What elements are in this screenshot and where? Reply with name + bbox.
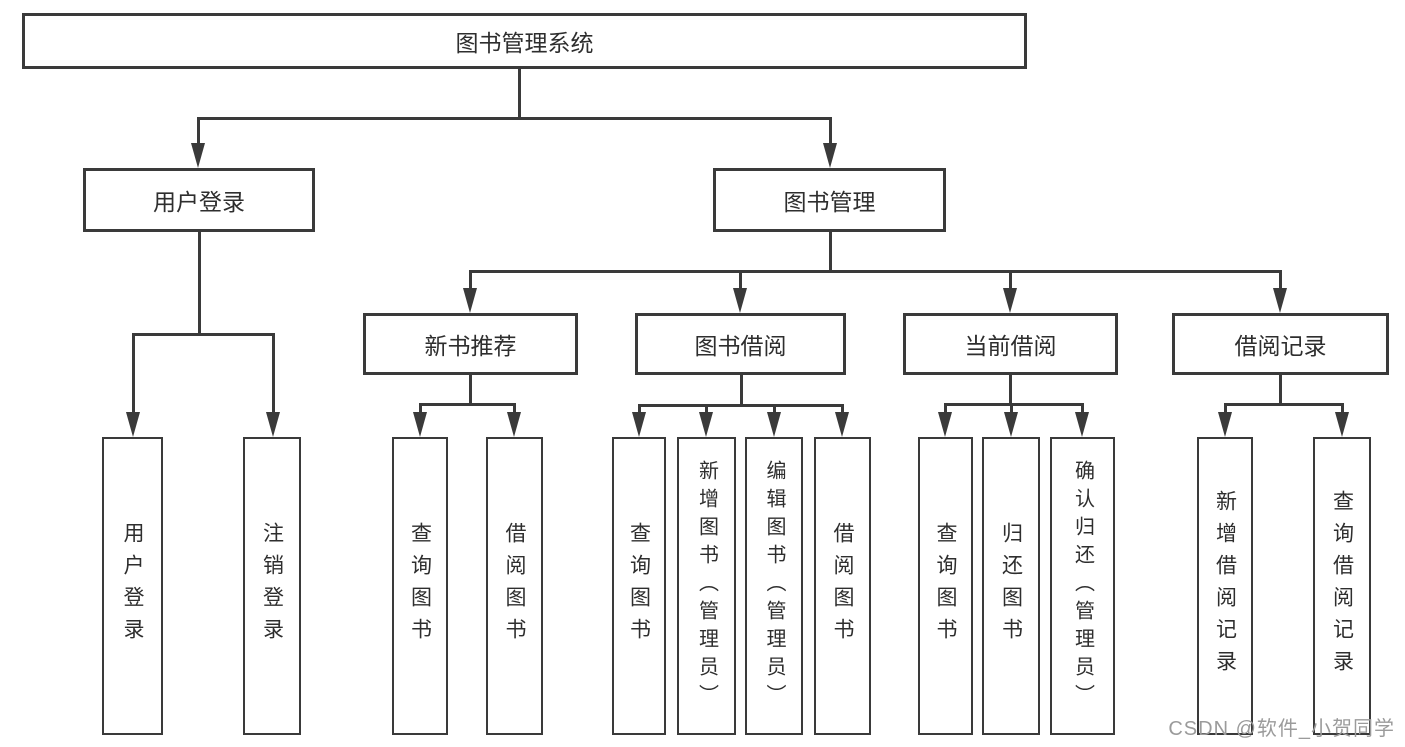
connector-to-current-borrow bbox=[1008, 270, 1012, 291]
connector-book-borrow-stem bbox=[739, 375, 743, 407]
node-label: 借阅图书 bbox=[503, 522, 526, 650]
arrowhead-leaf-logout bbox=[266, 412, 280, 437]
connector-to-leaf bbox=[704, 404, 708, 414]
arrowhead-new-book bbox=[463, 288, 477, 313]
connector-to-leaf bbox=[1009, 403, 1013, 414]
leaf-query-books-recommend: 查询图书 bbox=[392, 437, 448, 735]
leaf-query-books-current: 查询图书 bbox=[918, 437, 973, 735]
arrowhead-book-borrow bbox=[733, 288, 747, 313]
arrowhead-leaf bbox=[835, 412, 849, 437]
arrowhead-leaf bbox=[1075, 412, 1089, 437]
node-label: 查询图书 bbox=[408, 522, 432, 650]
leaf-confirm-return-admin: 确认归还（管理员） bbox=[1050, 437, 1115, 735]
node-book-borrowing: 图书借阅 bbox=[635, 313, 846, 375]
node-label: 新增借阅记录 bbox=[1213, 490, 1237, 682]
connector-root-stem bbox=[517, 69, 521, 120]
leaf-logout: 注销登录 bbox=[243, 437, 301, 735]
node-label: 查询图书 bbox=[627, 522, 651, 650]
connector-new-book-rail bbox=[418, 403, 516, 406]
node-label: 图书借阅 bbox=[694, 333, 787, 359]
connector-to-leaf bbox=[1223, 403, 1227, 414]
connector-to-leaf bbox=[840, 404, 844, 414]
leaf-borrow-books: 借阅图书 bbox=[814, 437, 871, 735]
connector-to-book-management bbox=[828, 117, 832, 147]
arrowhead-user-login bbox=[191, 143, 205, 168]
connector-to-leaf bbox=[1080, 403, 1084, 414]
connector-to-user-login bbox=[196, 117, 200, 147]
node-book-management: 图书管理 bbox=[713, 168, 946, 232]
connector-to-borrow-records bbox=[1278, 270, 1282, 291]
connector-new-book-stem bbox=[468, 375, 472, 406]
node-label: 用户登录 bbox=[153, 189, 245, 215]
connector-book-management-stem bbox=[828, 232, 832, 273]
node-label: 确认归还（管理员） bbox=[1071, 460, 1094, 712]
leaf-return-books: 归还图书 bbox=[982, 437, 1040, 735]
arrowhead-leaf bbox=[632, 412, 646, 437]
arrowhead-current-borrow bbox=[1003, 288, 1017, 313]
node-label: 借阅图书 bbox=[831, 522, 854, 650]
connector-borrow-records-stem bbox=[1278, 375, 1282, 406]
connector-to-leaf bbox=[772, 404, 776, 414]
leaf-query-books: 查询图书 bbox=[612, 437, 666, 735]
connector-to-leaf bbox=[943, 403, 947, 414]
connector-to-new-book bbox=[468, 270, 472, 291]
connector-user-login-stem bbox=[197, 232, 201, 336]
connector-current-borrow-rail bbox=[943, 403, 1084, 406]
node-label: 图书管理 bbox=[783, 189, 876, 215]
arrowhead-leaf bbox=[938, 412, 952, 437]
leaf-edit-books-admin: 编辑图书（管理员） bbox=[745, 437, 803, 735]
arrowhead-leaf bbox=[699, 412, 713, 437]
arrowhead-leaf bbox=[507, 412, 521, 437]
connector-to-leaf-logout bbox=[271, 333, 275, 415]
arrowhead-borrow-records bbox=[1273, 288, 1287, 313]
connector-to-leaf bbox=[512, 403, 516, 414]
node-current-borrowing: 当前借阅 bbox=[903, 313, 1118, 375]
node-label: 借阅记录 bbox=[1234, 333, 1327, 359]
csdn-watermark: CSDN @软件_小贺同学 bbox=[1168, 718, 1395, 740]
node-label: 用户登录 bbox=[121, 522, 144, 650]
leaf-borrow-books-recommend: 借阅图书 bbox=[486, 437, 543, 735]
connector-level2-rail bbox=[196, 117, 832, 120]
connector-to-leaf bbox=[418, 403, 422, 414]
node-label: 图书管理系统 bbox=[455, 30, 594, 56]
leaf-add-books-admin: 新增图书（管理员） bbox=[677, 437, 736, 735]
node-label: 注销登录 bbox=[260, 522, 284, 650]
node-label: 当前借阅 bbox=[964, 333, 1057, 359]
arrowhead-leaf bbox=[1335, 412, 1349, 437]
connector-level3-rail bbox=[468, 270, 1282, 273]
connector-to-leaf bbox=[1340, 403, 1344, 414]
leaf-add-borrow-record: 新增借阅记录 bbox=[1197, 437, 1253, 735]
node-label: 归还图书 bbox=[999, 522, 1023, 650]
node-new-book-recommendation: 新书推荐 bbox=[363, 313, 578, 375]
connector-to-leaf-login bbox=[131, 333, 135, 415]
node-label: 查询图书 bbox=[934, 522, 957, 650]
leaf-query-borrow-record: 查询借阅记录 bbox=[1313, 437, 1371, 735]
node-library-management-system: 图书管理系统 bbox=[22, 13, 1027, 69]
node-label: 新书推荐 bbox=[424, 333, 517, 359]
arrowhead-leaf bbox=[1004, 412, 1018, 437]
node-label: 编辑图书（管理员） bbox=[763, 460, 785, 712]
connector-user-login-rail bbox=[131, 333, 275, 336]
arrowhead-leaf bbox=[1218, 412, 1232, 437]
node-borrowing-records: 借阅记录 bbox=[1172, 313, 1389, 375]
connector-to-book-borrow bbox=[738, 270, 742, 291]
leaf-user-login: 用户登录 bbox=[102, 437, 163, 735]
connector-current-borrow-stem bbox=[1008, 375, 1012, 406]
node-label: 新增图书（管理员） bbox=[695, 460, 718, 712]
connector-book-borrow-rail bbox=[637, 404, 844, 407]
node-label: 查询借阅记录 bbox=[1330, 490, 1354, 682]
arrowhead-book-management bbox=[823, 143, 837, 168]
arrowhead-leaf bbox=[767, 412, 781, 437]
connector-to-leaf bbox=[637, 404, 641, 414]
connector-borrow-records-rail bbox=[1223, 403, 1344, 406]
arrowhead-leaf bbox=[413, 412, 427, 437]
arrowhead-leaf-login bbox=[126, 412, 140, 437]
node-user-login: 用户登录 bbox=[83, 168, 315, 232]
